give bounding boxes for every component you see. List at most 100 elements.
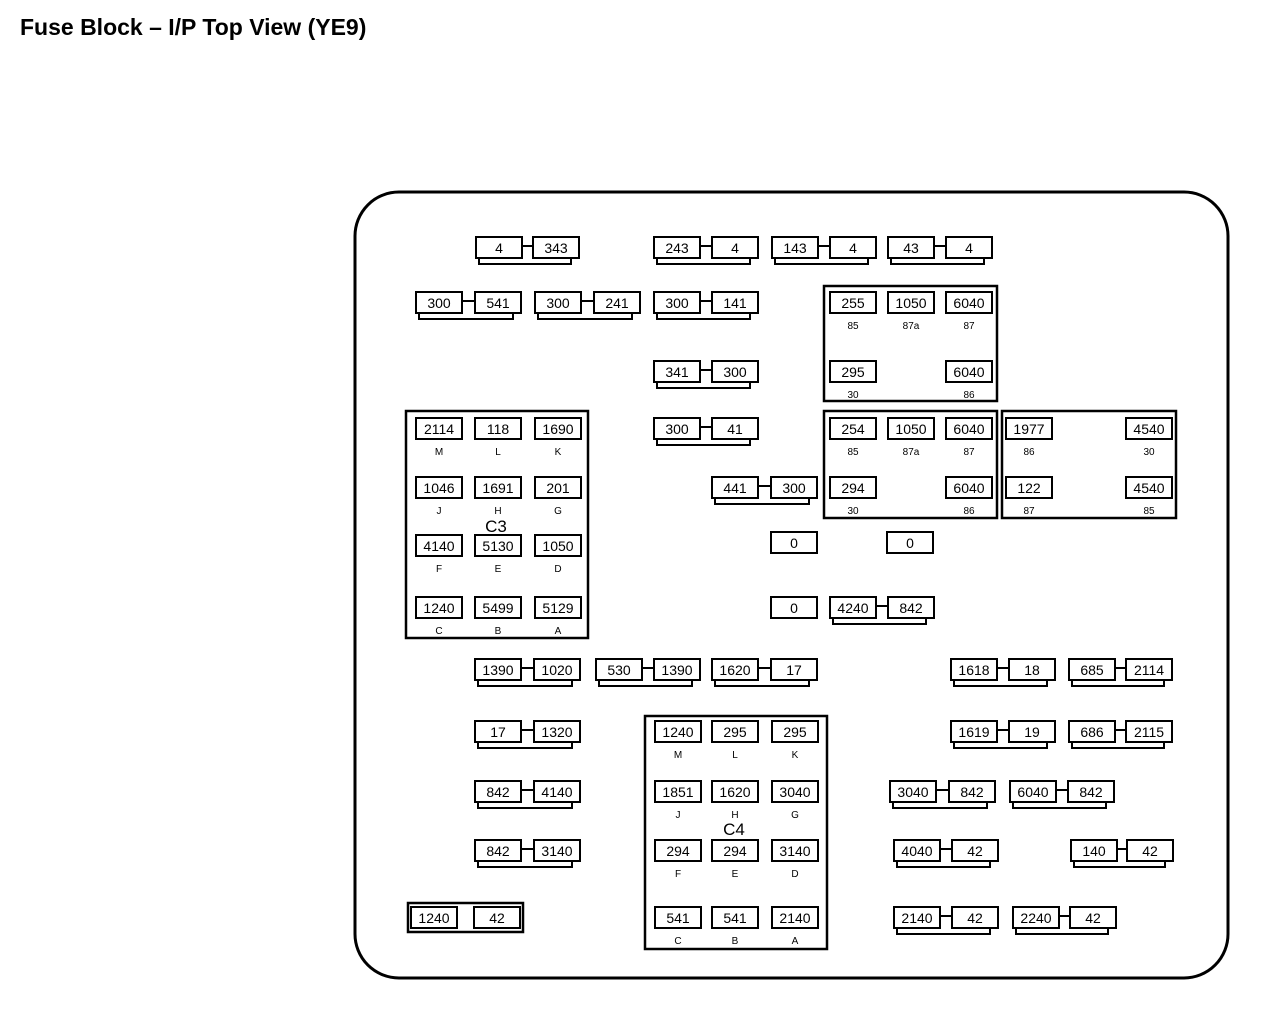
connector-cell bbox=[415, 417, 463, 440]
relay-pin-label: 87 bbox=[963, 447, 975, 458]
connector-cell bbox=[771, 839, 819, 862]
fuse-cell-left bbox=[653, 360, 701, 383]
connector-pin-label: M bbox=[674, 750, 682, 761]
fuse-bracket bbox=[1073, 861, 1166, 868]
fuse-cell-left bbox=[475, 236, 523, 259]
fuse-value-right: 42 bbox=[1142, 843, 1158, 859]
relay-cell-value: 1977 bbox=[1013, 421, 1044, 437]
single-fuse-cell bbox=[770, 531, 818, 554]
fuse-cell-right bbox=[533, 658, 581, 681]
connector-cell-value: 2114 bbox=[424, 421, 454, 437]
connector-cell bbox=[771, 780, 819, 803]
relay-pin-label: 86 bbox=[1023, 447, 1035, 458]
fuse-cell-left bbox=[1070, 839, 1118, 862]
fuse-value-left: 441 bbox=[723, 480, 747, 496]
relay-cell bbox=[829, 476, 877, 499]
fuse-cell-left bbox=[889, 780, 937, 803]
fuse-bracket bbox=[1071, 680, 1165, 687]
relay-cell bbox=[1005, 476, 1053, 499]
fuse-bracket bbox=[656, 382, 751, 389]
fuse-cell-right bbox=[711, 291, 759, 314]
fuse-block-outline bbox=[353, 190, 1230, 980]
fuse-value-left: 4 bbox=[495, 240, 503, 256]
relay-cell bbox=[887, 417, 935, 440]
fuse-value-left: 3040 bbox=[897, 784, 928, 800]
fuse-cell-right bbox=[948, 780, 996, 803]
fuse-cell-left bbox=[887, 236, 935, 259]
fuse-bracket bbox=[953, 742, 1048, 749]
connector-cell bbox=[654, 906, 702, 929]
connector-cell bbox=[415, 534, 463, 557]
relay-pin-label: 85 bbox=[1143, 506, 1155, 517]
fuse-cell-left bbox=[1012, 906, 1060, 929]
fuse-value-left: 842 bbox=[486, 784, 510, 800]
relay-pin-label: 30 bbox=[847, 506, 859, 517]
fuse-cell-right bbox=[1125, 658, 1173, 681]
fuse-cell-left bbox=[1068, 658, 1116, 681]
fuse-value-right: 41 bbox=[727, 421, 743, 437]
relay-cell-value: 1050 bbox=[895, 421, 926, 437]
fuse-cell-left bbox=[653, 291, 701, 314]
fuse-value-right: 4140 bbox=[541, 784, 572, 800]
relay-cell bbox=[945, 291, 993, 314]
fuse: 300 41 bbox=[653, 417, 759, 446]
fuse-bracket bbox=[896, 861, 991, 868]
fuse-cell-right bbox=[711, 360, 759, 383]
fuse-cell-left bbox=[711, 658, 759, 681]
fuse-value-right: 541 bbox=[486, 295, 510, 311]
fuse-value-right: 300 bbox=[723, 364, 747, 380]
fuse-cell-right bbox=[951, 839, 999, 862]
fuse-value-right: 842 bbox=[899, 600, 923, 616]
fuse-cell-right bbox=[1008, 720, 1056, 743]
connector-cell-value: 118 bbox=[487, 421, 510, 437]
connector-label: C3 bbox=[485, 517, 507, 536]
fuse-value-left: 243 bbox=[665, 240, 689, 256]
connector-cell-value: 1046 bbox=[423, 480, 454, 496]
relay-pin-label: 87 bbox=[963, 321, 975, 332]
fuse-cell-left bbox=[950, 720, 998, 743]
fuse-value-right: 1020 bbox=[541, 662, 572, 678]
single-fuse: 0 bbox=[770, 596, 818, 619]
fuse-cell-right bbox=[770, 658, 818, 681]
single-fuse-cell bbox=[770, 596, 818, 619]
single-fuse-value: 0 bbox=[790, 535, 798, 551]
relay-pin-label: 87a bbox=[903, 447, 920, 458]
connector-pin-label: C bbox=[435, 626, 442, 637]
fuse-value-left: 1390 bbox=[482, 662, 513, 678]
fuse-cell-left bbox=[950, 658, 998, 681]
connector-cell bbox=[415, 596, 463, 619]
connector-pin-label: E bbox=[495, 564, 502, 575]
fuse-value-left: 300 bbox=[665, 421, 689, 437]
fuse-bracket bbox=[537, 313, 633, 320]
connector-cell bbox=[711, 720, 759, 743]
connector-cell-value: 295 bbox=[783, 724, 807, 740]
relay-cell-value: 4540 bbox=[1133, 421, 1164, 437]
connector-cell-value: 294 bbox=[723, 843, 747, 859]
connector-cell bbox=[534, 476, 582, 499]
fuse-bracket bbox=[477, 680, 573, 687]
connector-cell-value: 3040 bbox=[779, 784, 810, 800]
connector-pin-label: J bbox=[676, 810, 681, 821]
connector-cell bbox=[534, 534, 582, 557]
relay-cell bbox=[1005, 417, 1053, 440]
single-fuse-value: 0 bbox=[790, 600, 798, 616]
connector-cell bbox=[534, 417, 582, 440]
fuse-value-right: 842 bbox=[1079, 784, 1103, 800]
connector-cell-value: 1620 bbox=[719, 784, 750, 800]
connector-c3: 2114M118L1690K1046J1691H201G4140F5130E10… bbox=[404, 409, 590, 640]
fuse-cell-right bbox=[711, 417, 759, 440]
fuse-cell-left bbox=[595, 658, 643, 681]
relay-pin-label: 85 bbox=[847, 447, 859, 458]
